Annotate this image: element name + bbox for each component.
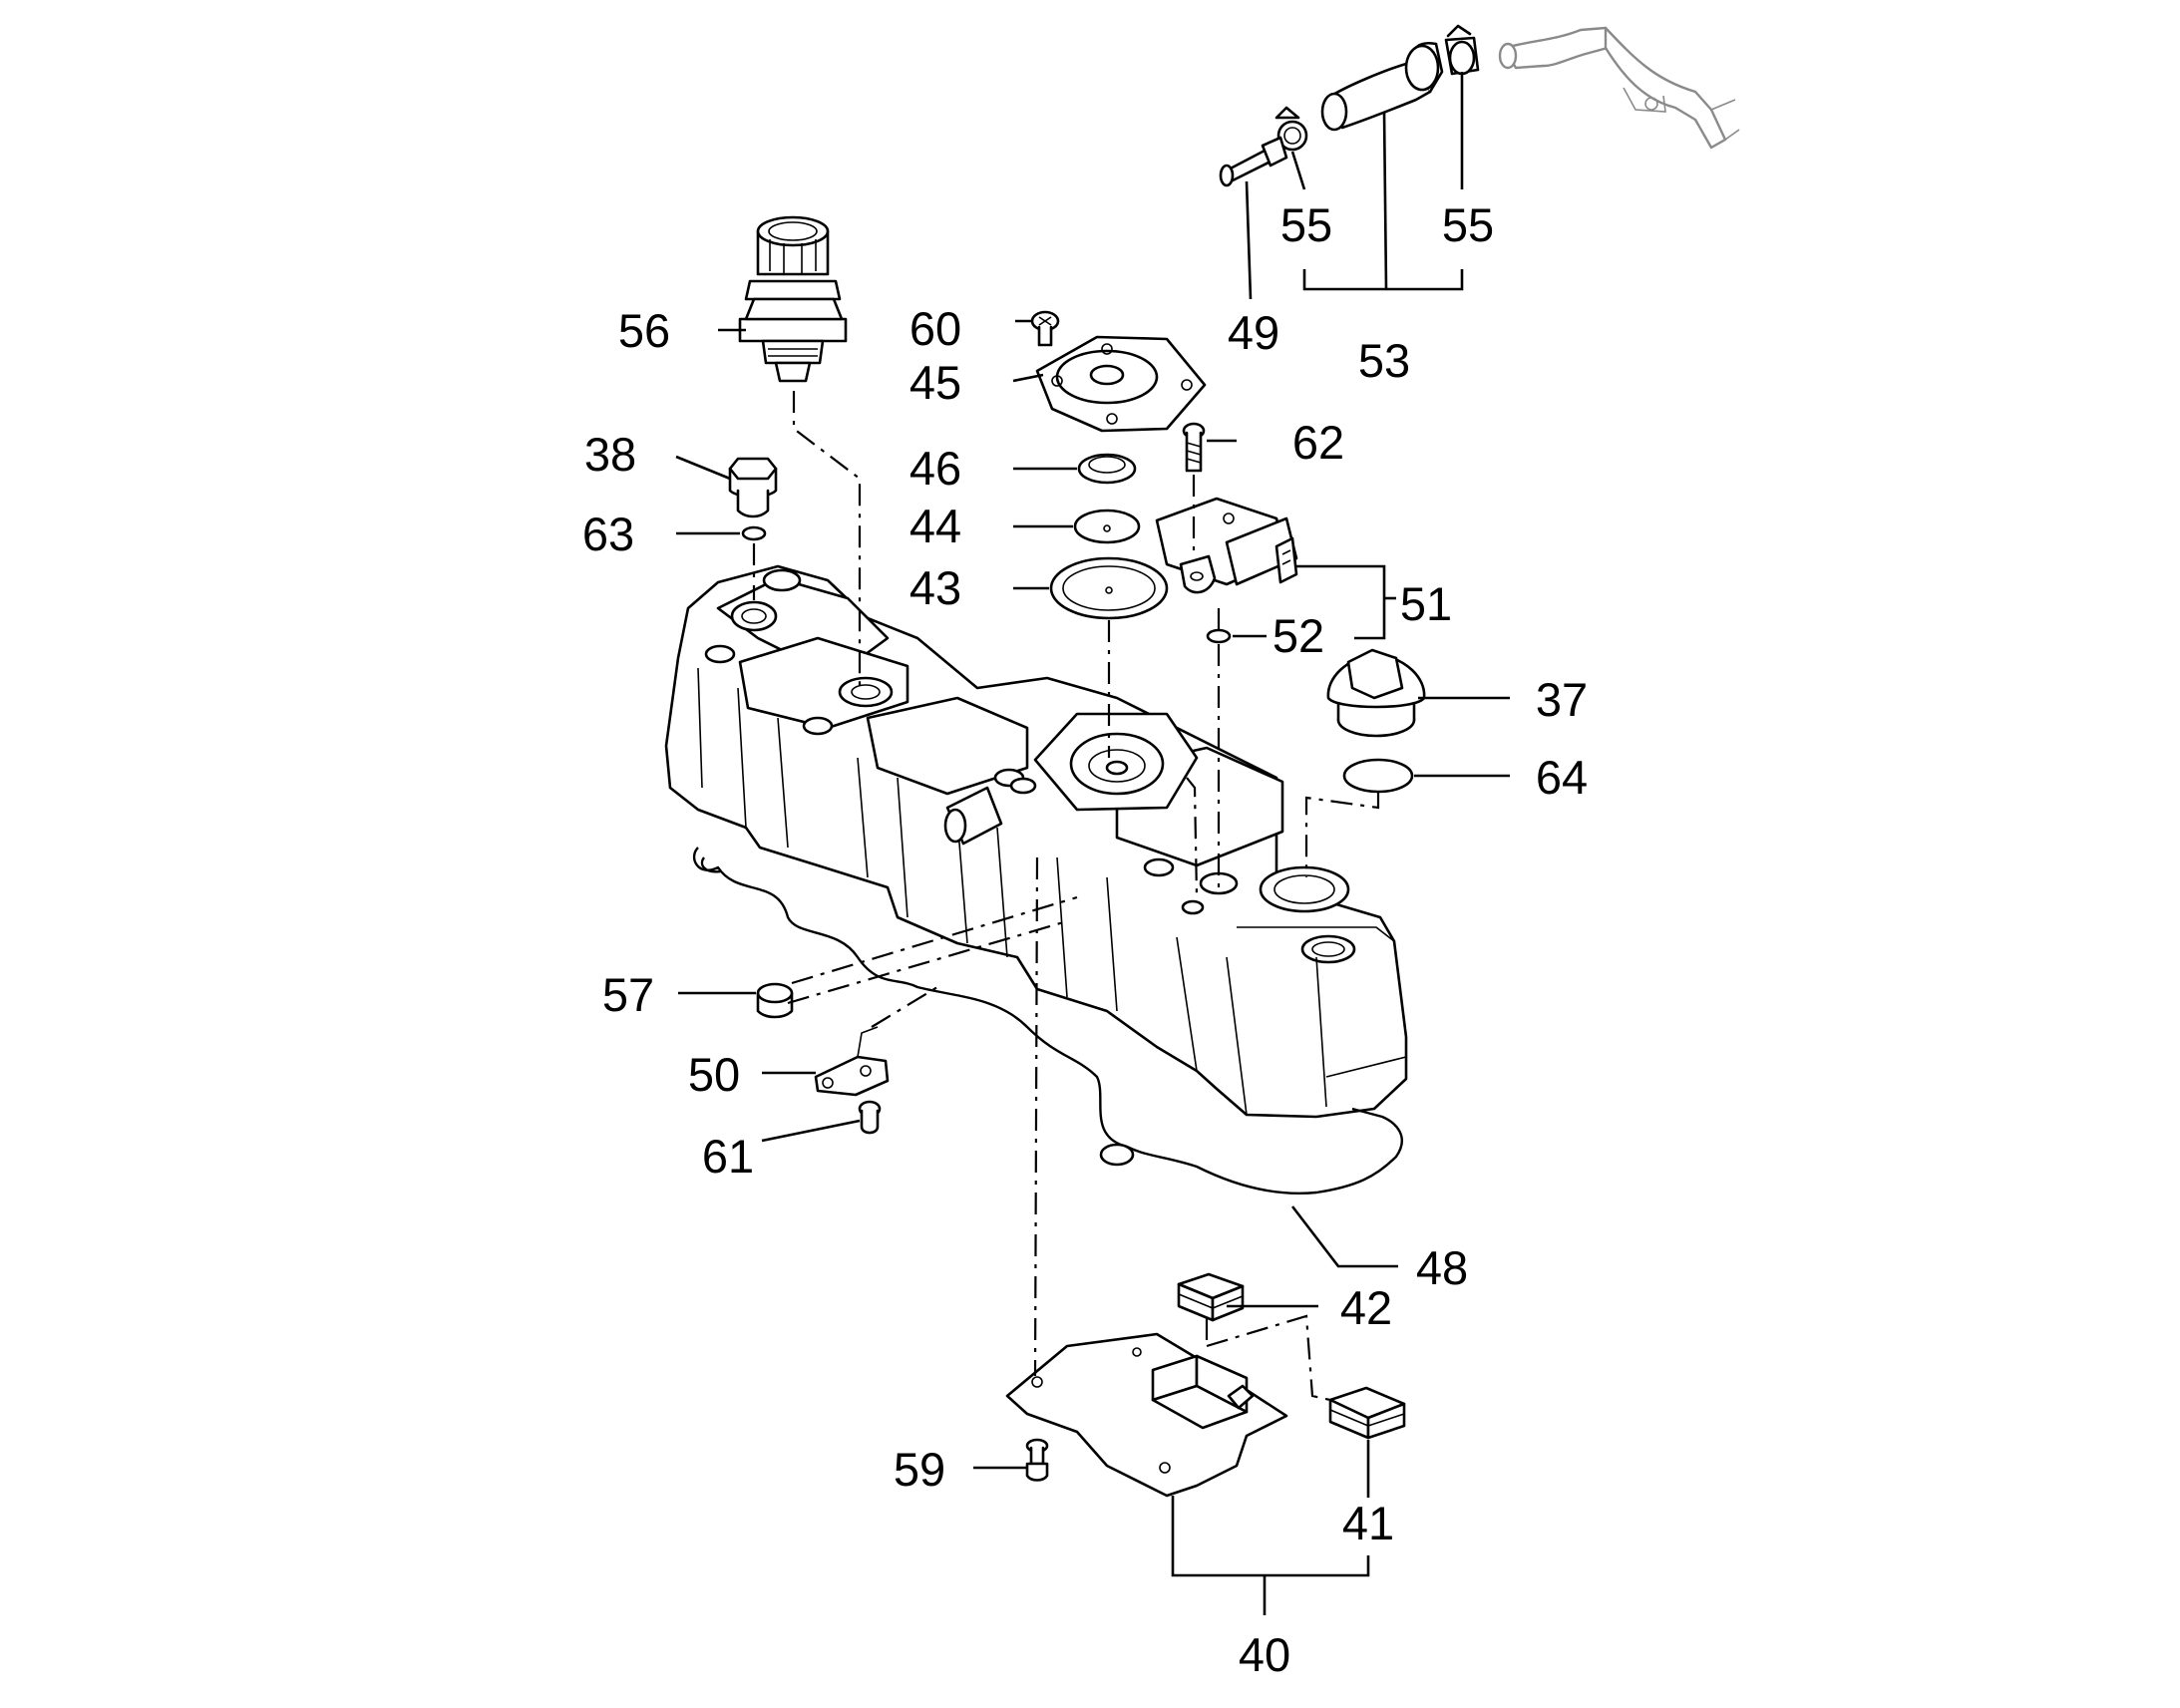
- callout-53: 53: [1358, 334, 1410, 387]
- cap-part-57: [756, 982, 794, 1019]
- callout-46: 46: [909, 442, 961, 495]
- retainer-part-44: [1073, 509, 1141, 544]
- pressure-sensor-part: [738, 215, 848, 383]
- callout-63: 63: [582, 508, 634, 560]
- callout-labels: 55 55 49 53 56 60 45 62 38 46 63 44 43 5…: [582, 198, 1588, 1681]
- baffle-plate-part: [1005, 1332, 1288, 1498]
- callout-62: 62: [1292, 416, 1344, 469]
- callout-64: 64: [1536, 751, 1588, 804]
- bracket-part-50: [814, 1026, 890, 1097]
- callout-44: 44: [909, 500, 961, 552]
- callout-49: 49: [1228, 306, 1279, 359]
- rocker-cover-part: [664, 564, 1408, 1119]
- callout-40: 40: [1239, 1628, 1290, 1681]
- callout-43: 43: [909, 561, 961, 614]
- callout-45: 45: [909, 356, 961, 409]
- callout-55-right: 55: [1442, 198, 1494, 251]
- breather-hose-part: [1320, 41, 1444, 132]
- callout-38: 38: [584, 428, 636, 481]
- leader-lines: [675, 72, 1510, 1615]
- gasket-loop: [1099, 1143, 1135, 1167]
- callout-52: 52: [1272, 609, 1324, 662]
- assembly-centerlines: [752, 391, 1380, 1402]
- block-part-41: [1328, 1386, 1406, 1440]
- callout-57: 57: [602, 968, 654, 1021]
- diaphragm-cover-part: [1035, 335, 1207, 433]
- gasket-part-64: [1342, 758, 1414, 794]
- callout-42: 42: [1340, 1281, 1392, 1334]
- o-ring-part-52: [1206, 628, 1232, 644]
- callout-56: 56: [618, 304, 670, 357]
- screw-part-60: [1030, 310, 1060, 347]
- sensor-part-51: [1155, 497, 1298, 594]
- screw-part-59: [1025, 1438, 1049, 1482]
- callout-61: 61: [702, 1130, 754, 1183]
- callout-55-left: 55: [1280, 198, 1332, 251]
- callout-48: 48: [1416, 1241, 1468, 1294]
- breather-pipe-part: [1498, 26, 1740, 150]
- callout-41: 41: [1342, 1497, 1394, 1549]
- hose-clamp-part-right: [1444, 24, 1480, 76]
- callout-59: 59: [894, 1443, 945, 1496]
- oil-filler-cap-part: [1326, 648, 1426, 738]
- spring-part-46: [1077, 453, 1137, 485]
- block-part-42: [1177, 1272, 1245, 1322]
- callout-51: 51: [1400, 577, 1452, 630]
- callout-50: 50: [688, 1048, 740, 1101]
- screw-part-61: [858, 1100, 882, 1135]
- diaphragm-part-43: [1049, 556, 1169, 620]
- callout-60: 60: [909, 302, 961, 355]
- hose-clamp-part-left: [1274, 106, 1308, 152]
- breather-nipple-part: [1219, 136, 1288, 187]
- callout-37: 37: [1536, 673, 1588, 726]
- rocker-cover-gasket-part: [692, 847, 1403, 1196]
- o-ring-part-63: [741, 525, 767, 541]
- bolt-part-62: [1182, 422, 1206, 473]
- drain-plug-part: [728, 457, 778, 518]
